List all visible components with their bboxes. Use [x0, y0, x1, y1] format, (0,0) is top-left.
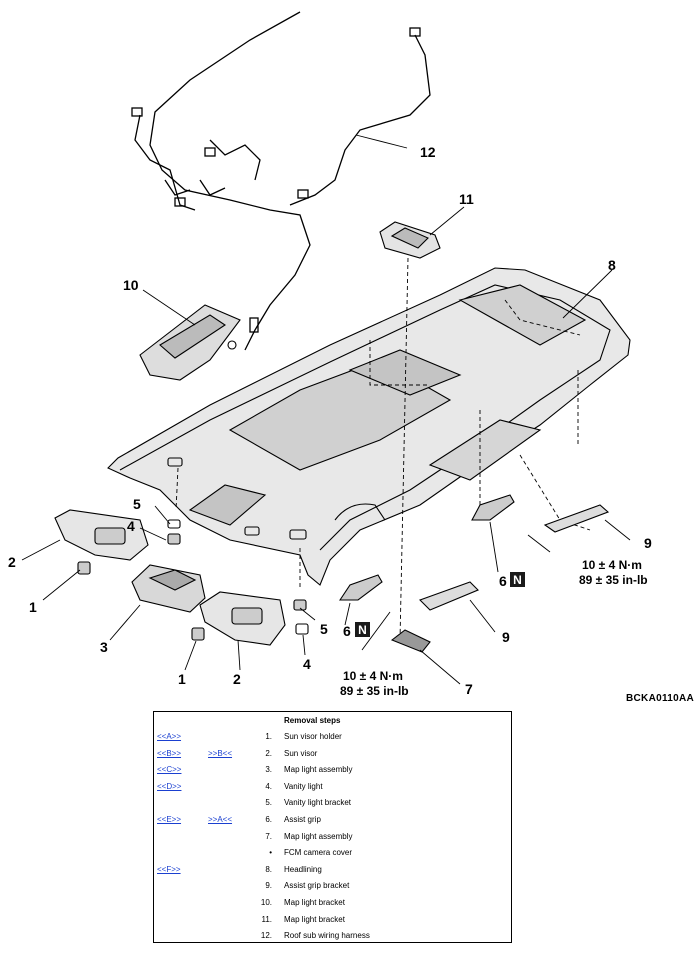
table-row: <<E>> >>A<< 6. Assist grip [154, 815, 511, 831]
torque-spec-rear-nm: 10 ± 4 N·m [582, 558, 642, 572]
map-light-assembly-rear [390, 629, 431, 653]
table-row: • FCM camera cover [154, 848, 511, 864]
callout-1-left: 1 [29, 599, 37, 615]
svg-text:N: N [513, 573, 522, 587]
table-row: 12. Roof sub wiring harness [154, 931, 511, 947]
step-number: • [269, 848, 272, 858]
step-description: Sun visor holder [284, 732, 342, 741]
step-number: 10. [260, 898, 272, 907]
assist-grip-bracket-rear [543, 504, 610, 533]
step-number: 5. [265, 798, 272, 808]
table-row: 10. Map light bracket [154, 898, 511, 914]
table-header: Removal steps [284, 716, 341, 725]
step-description: Sun visor [284, 748, 318, 758]
new-part-mark-rear: N [510, 572, 525, 587]
step-number: 4. [265, 781, 272, 791]
table-row: 11. Map light bracket [154, 915, 511, 931]
service-procedure-link[interactable]: <<A>> [157, 732, 182, 741]
service-procedure-link[interactable]: <<E>> [157, 815, 182, 824]
step-description: Assist grip bracket [284, 881, 350, 891]
table-row: <<F>> 8. Headlining [154, 865, 511, 881]
table-row: <<A>> 1. Sun visor holder [154, 732, 511, 748]
map-light-bracket-part [139, 304, 241, 381]
map-light-bracket-top [379, 221, 441, 259]
callout-9-rear: 9 [644, 535, 652, 551]
step-description: Headlining [284, 864, 322, 874]
assist-grip-front [338, 574, 383, 601]
callout-6-rear: 6 [499, 573, 507, 589]
roof-sub-wiring-harness [131, 11, 431, 351]
service-procedure-link[interactable]: <<D>> [157, 781, 182, 791]
callout-5-left: 5 [133, 496, 141, 512]
callout-2-right: 2 [233, 671, 241, 687]
step-description: FCM camera cover [284, 848, 353, 858]
service-procedure-link[interactable]: <<B>> [157, 748, 182, 758]
table-row: <<B>> >>B<< 2. Sun visor [154, 749, 511, 765]
step-number: 1. [265, 732, 272, 741]
step-number: 11. [261, 914, 272, 924]
step-number: 6. [265, 815, 272, 824]
installation-procedure-link[interactable]: >>A<< [208, 815, 233, 824]
step-description: Map light bracket [284, 914, 345, 924]
headlining-part [107, 267, 631, 586]
sun-visor-right [199, 591, 286, 646]
callout-12: 12 [420, 144, 436, 160]
table-row: 7. Map light assembly [154, 832, 511, 848]
callout-6-front: 6 [343, 623, 351, 639]
callout-1-right: 1 [178, 671, 186, 687]
new-part-mark-front: N [355, 622, 370, 637]
assist-grip-bracket-front [418, 581, 479, 611]
callout-2-left: 2 [8, 554, 16, 570]
torque-spec-front-inlb: 89 ± 35 in-lb [340, 684, 409, 698]
exploded-view-diagram: 12 11 8 10 5 4 2 1 3 1 2 5 4 6 6 9 9 7 N… [8, 11, 652, 698]
table-row: 5. Vanity light bracket [154, 798, 511, 814]
step-description: Map light assembly [284, 765, 353, 775]
step-description: Map light assembly [284, 831, 353, 841]
table-row: <<C>> 3. Map light assembly [154, 765, 511, 781]
torque-spec-rear-inlb: 89 ± 35 in-lb [579, 573, 648, 587]
sun-visor-holder-right [191, 627, 205, 641]
sun-visor-left [54, 509, 149, 561]
table-row: <<D>> 4. Vanity light [154, 782, 511, 798]
callout-11: 11 [459, 191, 474, 207]
vanity-light-right [293, 599, 309, 635]
step-description: Map light bracket [284, 898, 345, 907]
torque-spec-front-nm: 10 ± 4 N·m [343, 669, 403, 683]
callout-3: 3 [100, 639, 108, 655]
step-number: 7. [265, 831, 272, 841]
callout-7: 7 [465, 681, 473, 697]
step-number: 9. [265, 881, 272, 891]
service-procedure-link[interactable]: <<C>> [157, 765, 182, 775]
step-number: 12. [260, 931, 272, 941]
callout-10: 10 [123, 277, 139, 293]
figure-code: BCKA0110AA [626, 693, 695, 704]
step-number: 3. [265, 765, 272, 775]
step-description: Roof sub wiring harness [284, 931, 370, 941]
table-row: 9. Assist grip bracket [154, 881, 511, 897]
removal-steps-table: Removal steps <<A>> 1. Sun visor holder <<B… [153, 711, 512, 943]
step-description: Vanity light bracket [284, 798, 351, 808]
svg-text:N: N [358, 623, 367, 637]
step-number: 2. [265, 748, 272, 758]
map-light-assembly-front [131, 564, 206, 613]
callout-8: 8 [608, 257, 616, 273]
step-description: Assist grip [284, 815, 321, 824]
vanity-light-left [167, 519, 181, 545]
step-number: 8. [265, 864, 272, 874]
callout-5-right: 5 [320, 621, 328, 637]
installation-procedure-link[interactable]: >>B<< [208, 748, 233, 758]
sun-visor-holder-left [77, 561, 91, 575]
assist-grip-rear [471, 494, 515, 521]
step-description: Vanity light [284, 781, 323, 791]
service-procedure-link[interactable]: <<F>> [157, 864, 181, 874]
callout-4-left: 4 [127, 518, 135, 534]
callout-9-front: 9 [502, 629, 510, 645]
callout-4-right: 4 [303, 656, 311, 672]
